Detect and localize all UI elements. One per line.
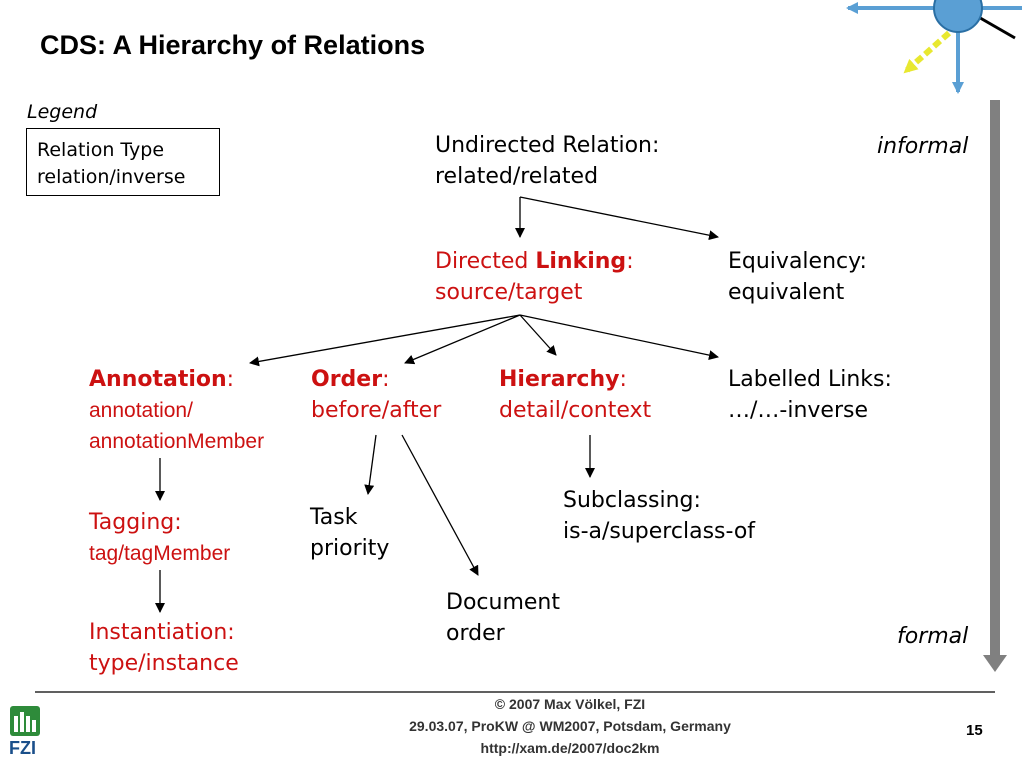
node-undirected-title: Undirected Relation: xyxy=(435,133,660,158)
node-task-line1: Task xyxy=(310,505,358,530)
node-directed-suffix: : xyxy=(626,249,634,274)
node-task-line2: priority xyxy=(310,536,390,561)
footer-event: 29.03.07, ProKW @ WM2007, Potsdam, Germa… xyxy=(409,718,731,734)
slide-title: CDS: A Hierarchy of Relations xyxy=(40,30,426,60)
scale-informal-label: informal xyxy=(877,134,969,159)
node-tagging-inverse: tag/tagMember xyxy=(89,542,231,565)
connector-lines xyxy=(155,196,719,613)
node-tagging-title: Tagging: xyxy=(89,510,182,535)
node-instantiation: Instantiation: type/instance xyxy=(89,617,239,679)
node-equivalency-inverse: equivalent xyxy=(728,280,845,305)
node-hierarchy-inverse: detail/context xyxy=(499,398,652,423)
node-directed-bold: Linking xyxy=(535,249,627,274)
node-document-line2: order xyxy=(446,621,505,646)
legend-caption: Legend xyxy=(27,101,98,123)
node-subclassing-title: Subclassing: xyxy=(563,488,701,513)
node-directed-prefix: Directed xyxy=(435,249,536,274)
node-directed-linking: Directed Linking: source/target xyxy=(435,246,634,308)
legend-relation-type: Relation Type xyxy=(37,139,165,161)
node-instantiation-title: Instantiation: xyxy=(89,620,235,645)
node-hierarchy: Hierarchy: detail/context xyxy=(499,364,651,426)
node-labelled-title: Labelled Links: xyxy=(728,367,892,392)
node-annotation-line2: annotation/ xyxy=(89,399,193,422)
node-annotation-line3: annotationMember xyxy=(89,430,265,453)
node-subclassing-inverse: is-a/superclass-of xyxy=(563,519,756,544)
node-labelled-inverse: …/…-inverse xyxy=(728,398,869,423)
node-directed-inverse: source/target xyxy=(435,280,583,305)
node-undirected-relation: Undirected Relation: related/related xyxy=(435,130,659,192)
node-undirected-inverse: related/related xyxy=(435,164,599,189)
fzi-logo-icon xyxy=(10,706,40,736)
node-hierarchy-bold: Hierarchy xyxy=(499,367,620,392)
node-equivalency-title: Equivalency: xyxy=(728,249,867,274)
node-task-priority: Task priority xyxy=(310,502,389,564)
node-annotation-suffix: : xyxy=(226,367,235,392)
node-annotation: Annotation: annotation/ annotationMember xyxy=(89,364,264,457)
node-document-order: Document order xyxy=(446,587,560,649)
node-order: Order: before/after xyxy=(311,364,441,426)
node-equivalency: Equivalency: equivalent xyxy=(728,246,867,308)
page-number: 15 xyxy=(966,722,983,739)
node-instantiation-inverse: type/instance xyxy=(89,651,239,676)
fzi-logo-text: FZI xyxy=(9,738,36,758)
node-labelled-links: Labelled Links: …/…-inverse xyxy=(728,364,892,426)
scale-formal-label: formal xyxy=(897,624,969,649)
legend-relation-inverse: relation/inverse xyxy=(37,166,186,188)
node-subclassing: Subclassing: is-a/superclass-of xyxy=(563,485,755,547)
node-order-inverse: before/after xyxy=(311,398,442,423)
footer-url[interactable]: http://xam.de/2007/doc2km xyxy=(480,740,660,756)
node-tagging: Tagging: tag/tagMember xyxy=(89,507,230,569)
compass-icon xyxy=(846,0,1022,94)
formality-scale-arrow xyxy=(983,100,1007,672)
node-hierarchy-suffix: : xyxy=(619,367,627,392)
node-annotation-bold: Annotation xyxy=(89,367,227,392)
footer-copyright: © 2007 Max Völkel, FZI xyxy=(494,696,646,712)
node-document-line1: Document xyxy=(446,590,560,615)
node-order-suffix: : xyxy=(382,367,390,392)
legend-box xyxy=(26,128,220,196)
node-order-bold: Order xyxy=(311,367,383,392)
